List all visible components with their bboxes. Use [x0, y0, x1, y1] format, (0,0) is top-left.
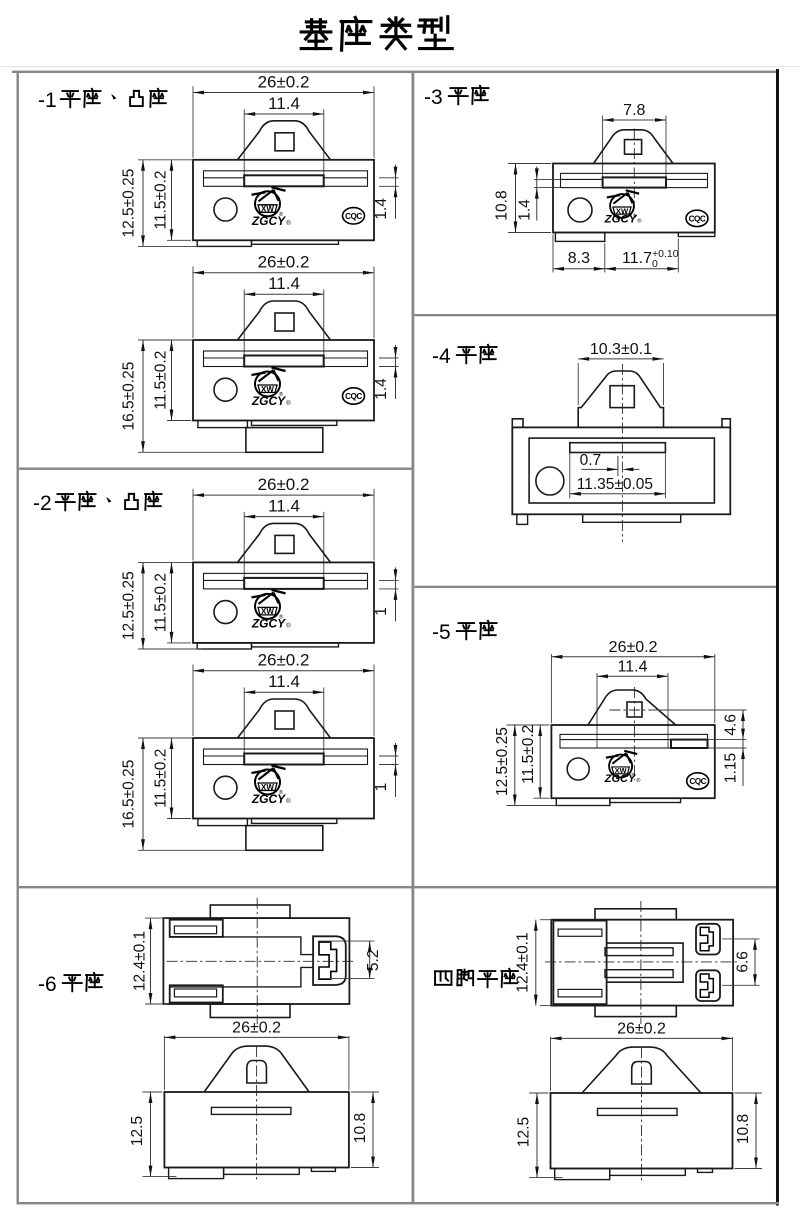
- svg-text:26±0.2: 26±0.2: [258, 651, 310, 670]
- svg-text:7.8: 7.8: [623, 102, 645, 119]
- svg-text:®: ®: [636, 777, 640, 784]
- svg-text:11.5±0.2: 11.5±0.2: [520, 725, 537, 784]
- svg-text:®: ®: [633, 212, 637, 219]
- svg-text:-4: -4: [432, 345, 451, 368]
- svg-text:12.4±0.1: 12.4±0.1: [132, 931, 149, 991]
- svg-text:11.5±0.2: 11.5±0.2: [153, 749, 170, 808]
- svg-text:®: ®: [286, 622, 291, 629]
- svg-text:CQC: CQC: [689, 777, 706, 786]
- svg-text:®: ®: [286, 798, 291, 805]
- svg-text:1.4: 1.4: [517, 199, 534, 221]
- svg-text:XW: XW: [616, 206, 629, 215]
- svg-text:16.5±0.25: 16.5±0.25: [121, 362, 138, 431]
- svg-text:11.4: 11.4: [268, 497, 300, 516]
- svg-text:-2: -2: [33, 492, 52, 515]
- svg-text:CQC: CQC: [345, 212, 362, 221]
- svg-text:0.7: 0.7: [580, 452, 602, 469]
- svg-text:26±0.2: 26±0.2: [258, 475, 310, 494]
- svg-text:ZGCY: ZGCY: [251, 394, 286, 408]
- svg-text:0: 0: [652, 258, 658, 270]
- svg-text:ZGCY: ZGCY: [251, 792, 286, 806]
- svg-text:11.4: 11.4: [268, 94, 300, 113]
- svg-text:16.5±0.25: 16.5±0.25: [121, 760, 138, 829]
- svg-text:ZGCY: ZGCY: [251, 616, 286, 630]
- svg-text:1: 1: [373, 783, 390, 792]
- svg-text:10.8: 10.8: [352, 1113, 369, 1143]
- svg-text:XW: XW: [261, 205, 274, 214]
- svg-text:XW: XW: [261, 783, 274, 792]
- svg-text:10.3±0.1: 10.3±0.1: [590, 341, 652, 358]
- svg-text:-3: -3: [424, 86, 443, 109]
- svg-text:12.5±0.25: 12.5±0.25: [121, 571, 138, 640]
- svg-text:12.5: 12.5: [129, 1116, 146, 1146]
- svg-text:26±0.2: 26±0.2: [609, 639, 658, 656]
- svg-text:-5: -5: [432, 621, 451, 644]
- svg-text:-1: -1: [38, 89, 57, 112]
- svg-text:11.5±0.2: 11.5±0.2: [153, 170, 170, 229]
- svg-text:5.2: 5.2: [365, 950, 382, 972]
- svg-text:®: ®: [279, 613, 283, 620]
- svg-text:12.5±0.25: 12.5±0.25: [494, 727, 511, 796]
- svg-text:10.8: 10.8: [494, 190, 511, 220]
- svg-text:11.4: 11.4: [268, 274, 300, 293]
- svg-text:XW: XW: [615, 766, 627, 775]
- svg-text:26±0.2: 26±0.2: [258, 73, 310, 92]
- svg-text:1.15: 1.15: [722, 753, 739, 783]
- svg-text:1: 1: [373, 607, 390, 616]
- svg-text:8.3: 8.3: [568, 250, 590, 267]
- svg-text:®: ®: [279, 211, 283, 218]
- svg-text:®: ®: [286, 220, 291, 227]
- svg-text:11.4: 11.4: [268, 672, 300, 691]
- svg-text:®: ®: [279, 391, 283, 398]
- svg-text:26±0.2: 26±0.2: [617, 1020, 666, 1037]
- svg-text:11.5±0.2: 11.5±0.2: [153, 351, 170, 410]
- svg-text:®: ®: [631, 772, 635, 779]
- svg-text:6.6: 6.6: [735, 951, 752, 973]
- svg-text:26±0.2: 26±0.2: [232, 1019, 281, 1036]
- svg-text:11.4: 11.4: [618, 658, 648, 675]
- svg-text:4.6: 4.6: [722, 714, 739, 736]
- svg-text:1.4: 1.4: [373, 378, 390, 400]
- svg-text:XW: XW: [261, 607, 274, 616]
- svg-text:11.35±0.05: 11.35±0.05: [577, 476, 653, 493]
- svg-text:®: ®: [279, 789, 283, 796]
- svg-text:CQC: CQC: [345, 392, 362, 401]
- svg-text:11.7: 11.7: [622, 250, 652, 267]
- svg-text:®: ®: [286, 400, 291, 407]
- svg-text:ZGCY: ZGCY: [604, 213, 638, 225]
- svg-text:ZGCY: ZGCY: [604, 773, 637, 785]
- svg-text:+0.10: +0.10: [652, 248, 679, 260]
- svg-text:ZGCY: ZGCY: [251, 214, 286, 228]
- svg-text:CQC: CQC: [689, 215, 706, 224]
- svg-text:-6: -6: [38, 973, 57, 996]
- svg-text:12.5±0.25: 12.5±0.25: [121, 169, 138, 238]
- svg-text:12.5: 12.5: [516, 1117, 533, 1147]
- svg-text:1.4: 1.4: [373, 198, 390, 220]
- svg-text:11.5±0.2: 11.5±0.2: [153, 573, 170, 632]
- svg-text:12.4±0.1: 12.4±0.1: [515, 932, 532, 992]
- svg-text:XW: XW: [261, 385, 274, 394]
- svg-text:®: ®: [637, 217, 642, 224]
- svg-text:26±0.2: 26±0.2: [258, 253, 310, 272]
- svg-text:10.8: 10.8: [735, 1114, 752, 1144]
